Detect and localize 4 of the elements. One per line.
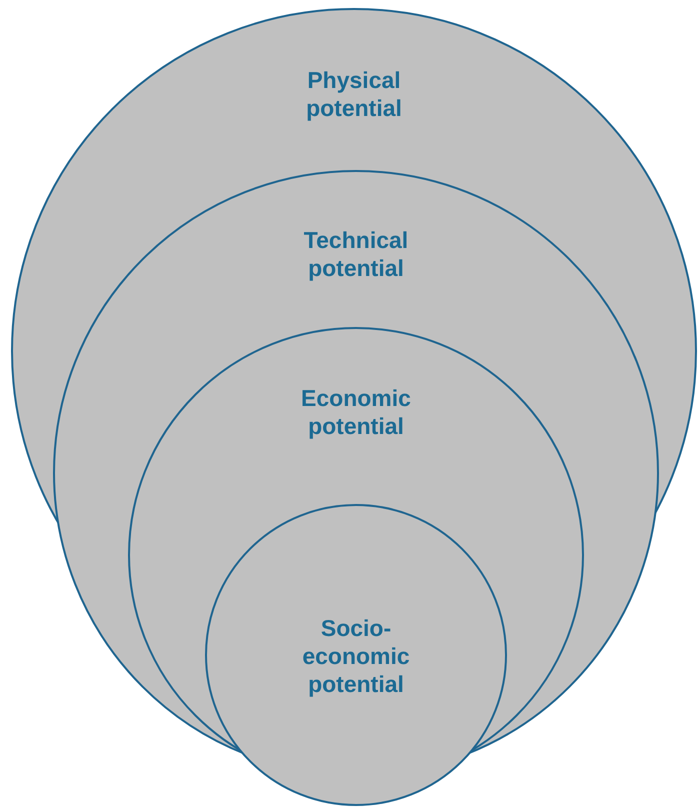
circle-label: Physical potential [305, 66, 403, 122]
circle-label: Economic potential [300, 384, 412, 440]
circle-label: Technical potential [302, 226, 410, 282]
circle-label: Socio-economic potential [301, 614, 411, 698]
